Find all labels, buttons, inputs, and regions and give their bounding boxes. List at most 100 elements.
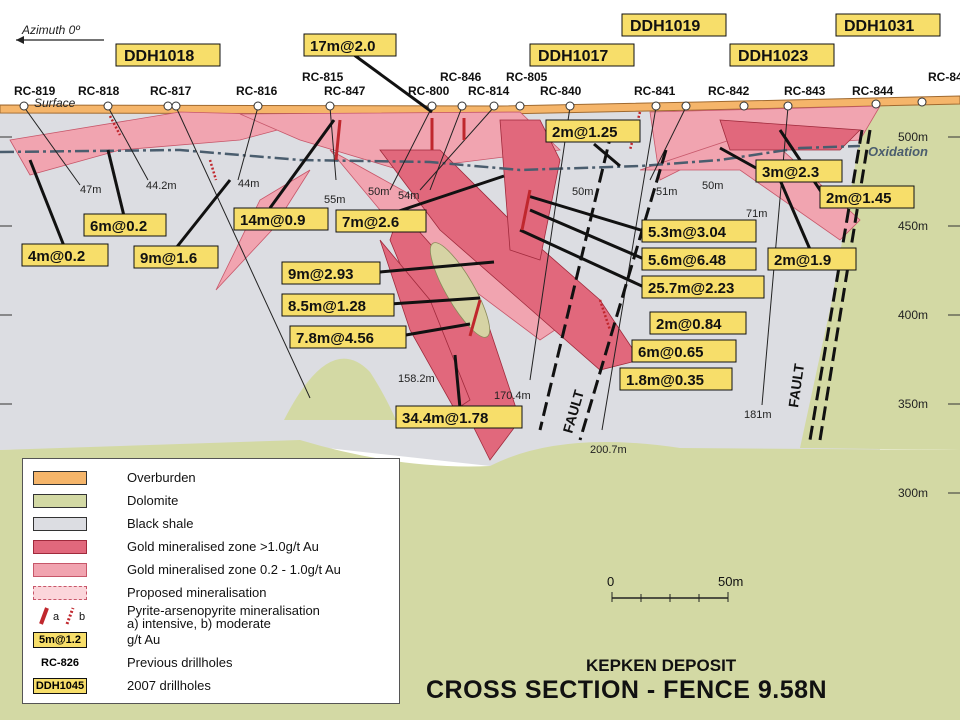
pyrite-moderate-4 xyxy=(628,111,642,151)
intercept-3: 2m@1.45 xyxy=(826,190,892,207)
legend: Overburden Dolomite Black shale Gold min… xyxy=(22,458,400,704)
collar-rc805 xyxy=(515,101,525,111)
collar-rc818 xyxy=(103,101,113,111)
depth-label-7: 50m xyxy=(572,186,593,198)
collar-rc817b xyxy=(163,101,173,111)
drillhole-traces xyxy=(23,106,789,431)
intercept-18: 34.4m@1.78 xyxy=(402,410,488,427)
depth-label-2: 44.2m xyxy=(146,180,177,192)
hole-trace-rc818 xyxy=(107,106,149,181)
depth-label-6: 54m xyxy=(398,190,419,202)
legend-label-proposed: Proposed mineralisation xyxy=(127,585,267,600)
legend-label-shale: Black shale xyxy=(127,516,194,531)
pyrite-marks xyxy=(334,118,532,337)
scale-start: 0 xyxy=(607,574,615,589)
intercept-4: 6m@0.2 xyxy=(90,218,147,235)
oxidation-line xyxy=(0,144,861,172)
pyrite-moderate-1 xyxy=(108,115,122,136)
gold-low-swatch xyxy=(33,563,87,577)
oxidation-label: Oxidation xyxy=(868,144,928,159)
depth-label-14: 181m xyxy=(744,409,772,421)
dolomite-dome xyxy=(284,358,396,420)
intercept-12: 2m@0.84 xyxy=(656,316,722,333)
azimuth-arrow-head xyxy=(16,36,24,44)
hole-label-rc814: RC-814 xyxy=(468,84,510,98)
legend-row-shale xyxy=(33,515,87,533)
fault-line-3 xyxy=(808,129,864,441)
ddh1018-label: DDH1018 xyxy=(124,48,194,65)
deposit-title: KEPKEN DEPOSIT xyxy=(586,656,737,675)
legend-row-previous: RC-826 xyxy=(33,654,87,672)
collar-rc817 xyxy=(171,101,181,111)
ddh1019-label: DDH1019 xyxy=(630,18,700,35)
intercept-10: 5.6m@6.48 xyxy=(648,252,726,269)
collar-rc842 xyxy=(739,101,749,111)
ddh1031-label: DDH1031 xyxy=(844,18,914,35)
intercept-box-14 xyxy=(619,367,733,391)
hole-trace-rc816 xyxy=(237,106,259,181)
collar-rc845 xyxy=(917,97,927,107)
low-grade-zone-2 xyxy=(239,111,561,171)
pyrite-mark-5 xyxy=(468,299,482,337)
collar-rc846 xyxy=(457,101,467,111)
depth-label-1: 47m xyxy=(80,184,101,196)
intercept-box-11 xyxy=(641,275,765,299)
intercept-box-18 xyxy=(395,405,523,429)
hole-trace-rc817 xyxy=(175,106,311,399)
collar-rc815 xyxy=(325,101,335,111)
depth-label-9: 50m xyxy=(702,180,723,192)
legend-row-pyrite: a b xyxy=(33,607,93,625)
intercept-box-12 xyxy=(649,311,747,335)
legend-row-proposed xyxy=(33,584,87,602)
leader-56m xyxy=(529,208,645,261)
hole-label-rc815: RC-815 xyxy=(302,70,344,84)
intercept-box-16 xyxy=(281,293,395,317)
fault-label-2: FAULT xyxy=(785,362,807,408)
hole-trace-rc841 xyxy=(601,106,657,431)
high-grade-zone-4 xyxy=(379,239,471,411)
pyrite-b-symbol xyxy=(65,607,75,625)
intercept-box-6 xyxy=(133,245,219,269)
intercept-1: 2m@1.25 xyxy=(552,124,618,141)
intercept-box-19 xyxy=(767,247,857,271)
intercept-box-7 xyxy=(233,207,329,231)
intercept-box-4 xyxy=(83,213,167,237)
ddh1017-box xyxy=(529,43,635,67)
collar-rc816 xyxy=(253,101,263,111)
hole-trace-rc846 xyxy=(429,106,463,191)
leader-257m xyxy=(519,228,645,289)
ddh1031-box xyxy=(835,13,941,37)
hole-trace-rc800 xyxy=(389,106,433,191)
pyrite-b-letter: b xyxy=(79,611,85,623)
fault-line-2 xyxy=(578,149,668,441)
intercept-box-15 xyxy=(281,261,381,285)
scale-end: 50m xyxy=(718,574,744,589)
intercept-box-0 xyxy=(303,33,397,57)
legend-label-overburden: Overburden xyxy=(127,470,196,485)
high-grade-zone-5 xyxy=(719,119,861,151)
ddh1023-box xyxy=(729,43,835,67)
hole-label-rc844: RC-844 xyxy=(852,84,894,98)
hole-trace-rc815 xyxy=(329,106,337,181)
intercept-box-8 xyxy=(335,209,427,233)
hole-label-rc816: RC-816 xyxy=(236,84,278,98)
intercept-box-10 xyxy=(641,247,757,271)
intercept-14: 1.8m@0.35 xyxy=(626,372,704,389)
leader-78m xyxy=(399,322,471,338)
gtau-sample-box: 5m@1.2 xyxy=(33,632,87,648)
leader-17m xyxy=(349,50,433,114)
legend-row-overburden xyxy=(33,469,87,487)
collar-rc844 xyxy=(871,99,881,109)
intercept-6: 9m@1.6 xyxy=(140,250,197,267)
intercept-15: 9m@2.93 xyxy=(288,266,354,283)
ddh-labels: DDH1018 DDH1017 DDH1019 DDH1023 DDH1031 xyxy=(115,13,941,67)
pyrite-moderate-marks xyxy=(108,111,642,331)
intercept-11: 25.7m@2.23 xyxy=(648,280,734,297)
ddh1023-label: DDH1023 xyxy=(738,48,808,65)
hole-label-rc800: RC-800 xyxy=(408,84,450,98)
depth-label-8: 51m xyxy=(656,186,677,198)
low-grade-zone-1 xyxy=(9,111,331,176)
hole-label-rc846: RC-846 xyxy=(440,70,482,84)
